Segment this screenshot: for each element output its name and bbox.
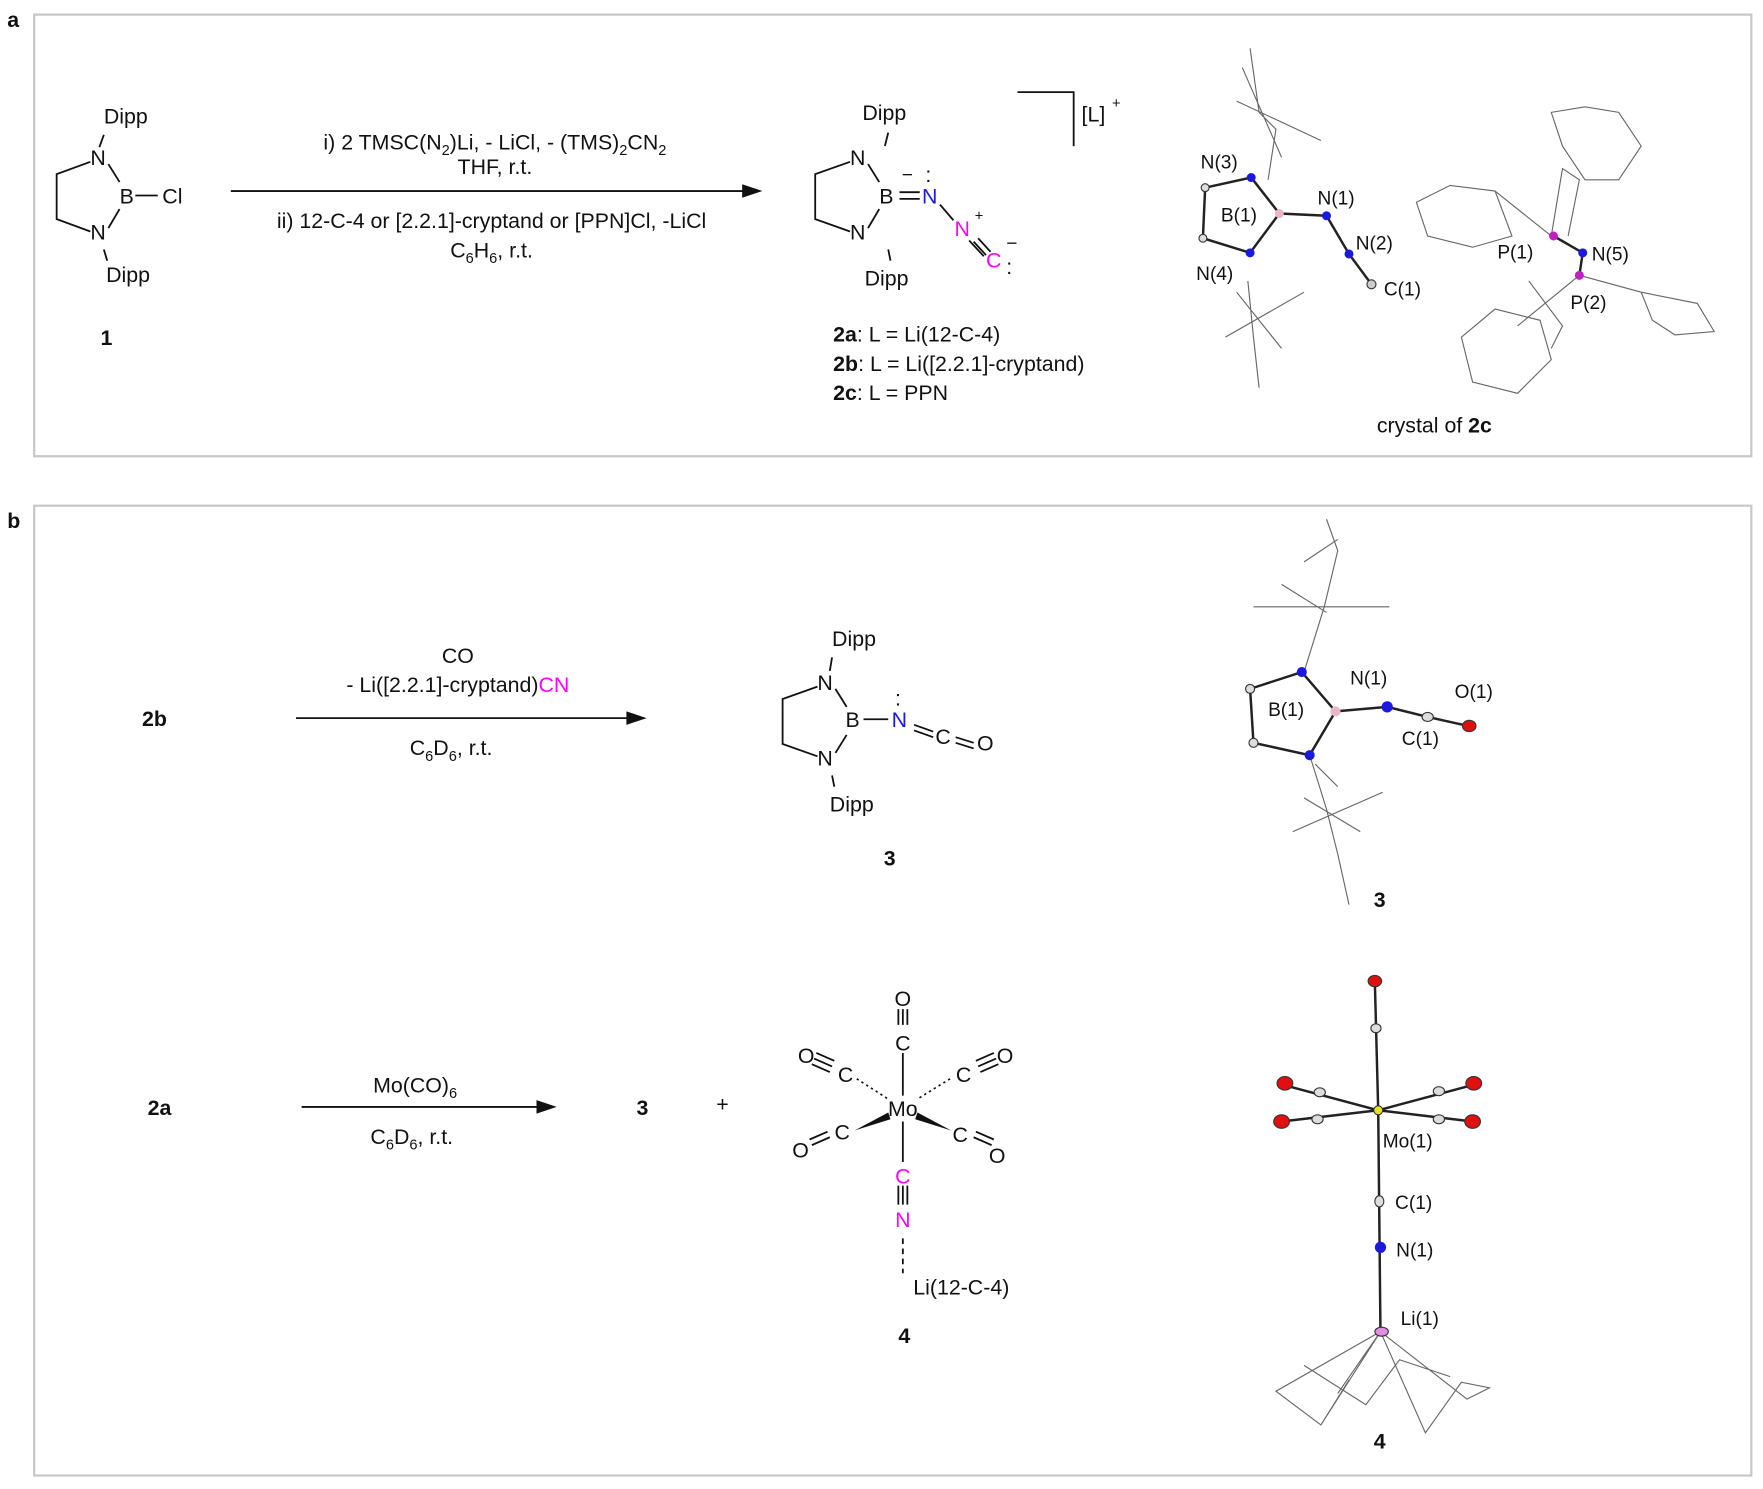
dipp-label: Dipp [106,263,150,287]
atom-c: C [956,1063,971,1087]
compound-number: 4 [1374,1430,1386,1454]
atom-n: N [850,220,865,244]
dipp-label: Dipp [830,792,874,816]
crystal-caption: crystal of 2c [1377,414,1492,438]
atom-c-cyanide: C [895,1164,910,1188]
negative-charge: − [1006,233,1017,254]
compound-1: N N B Cl Dipp Dipp 1 [55,105,182,350]
counterion-label: [L]+ [1082,96,1121,126]
reactant-2b: 2b [142,707,167,731]
atom-n-beta: N [955,217,970,241]
atom-cl: Cl [162,184,182,208]
conditions-step1: i) 2 TMSC(N2)Li, - LiCl, - (TMS)2CN2 [323,130,666,159]
atom-o: O [895,987,912,1011]
lithium-ligand: Li(12-C-4) [913,1276,1009,1300]
reactant-2a: 2a [148,1096,172,1120]
arrow-head [742,184,763,198]
product-3: 3 [637,1096,649,1120]
conditions-step2-solvent: C6H6, r.t. [450,238,533,267]
dipp-label: Dipp [832,627,876,651]
dipp-label: Dipp [104,105,148,129]
atom-label: N(5) [1592,245,1629,266]
reagent-moco6: Mo(CO)6 [373,1073,457,1102]
atom-label: N(1) [1396,1240,1433,1261]
panel-b-label: b [7,509,20,533]
atom-c: C [952,1123,967,1147]
atom-o: O [997,1044,1014,1068]
negative-charge: − [902,165,913,186]
atom-n: N [90,220,105,244]
atom-label: B(1) [1268,700,1304,721]
atom-c: C [935,725,950,749]
dipp-label: Dipp [865,266,909,290]
atom-b: B [120,184,134,208]
byproduct-label: - Li([2.2.1]-cryptand)CN [346,673,569,697]
atom-label: Mo(1) [1383,1131,1433,1152]
compound-number: 3 [1374,888,1386,912]
compound-number: 1 [100,326,112,350]
atom-label: B(1) [1221,205,1257,226]
atom-label: N(4) [1196,264,1233,285]
conditions-solvent: THF, r.t. [458,155,533,179]
atom-c-terminal: C [986,248,1001,272]
compound-2: N N B − N : N + C − : Dipp Dipp [L]+ [814,91,1121,290]
crystal-structure-4: Mo(1) C(1) N(1) Li(1) 4 [1273,974,1492,1454]
solvent-label: C6D6, r.t. [410,736,493,765]
atom-label: Li(1) [1401,1309,1439,1330]
atom-n-cyanide: N [895,1208,910,1232]
variant-2c: 2c: L = PPN [833,381,948,405]
compound-number: 3 [884,846,896,870]
atom-b: B [846,708,860,732]
variant-list: 2a: L = Li(12-C-4) 2b: L = Li([2.2.1]-cr… [833,323,1084,405]
atom-n: N [90,146,105,170]
dipp-label: Dipp [862,101,906,125]
atom-o: O [792,1138,809,1162]
crystal-structure-2c: N(3) B(1) N(1) N(2) N(4) C(1) P(1) N(5) … [1196,48,1716,438]
lone-pair: : [1006,255,1012,279]
atom-label: P(1) [1497,242,1533,263]
plus-sign: + [716,1092,728,1116]
compound-number: 4 [898,1324,910,1348]
atom-n-alpha: N [922,184,937,208]
compound-3: N N B N : C O Dipp Dipp 3 [781,627,994,870]
atom-b: B [879,184,893,208]
atom-o: O [798,1044,815,1068]
atom-label: C(1) [1402,729,1439,750]
positive-charge: + [975,208,984,224]
atom-label: N(1) [1318,189,1355,210]
atom-n-iso: N [892,708,907,732]
arrow-head [536,1100,557,1114]
panel-b-frame [33,504,1753,1477]
atom-label: N(2) [1356,233,1393,254]
panel-a-label: a [7,8,19,32]
atom-label: N(1) [1350,668,1387,689]
atom-label: O(1) [1455,682,1493,703]
solvent-label: C6D6, r.t. [370,1125,453,1154]
atom-label: C(1) [1395,1193,1432,1214]
atom-c: C [895,1032,910,1056]
variant-2b: 2b: L = Li([2.2.1]-cryptand) [833,352,1084,376]
atom-label: N(3) [1201,153,1238,174]
atom-c: C [834,1121,849,1145]
compound-4: Mo C O C O C O C O C O C N Li(12-C-4) 4 [792,987,1013,1348]
atom-o: O [977,732,994,756]
crystal-structure-3: B(1) N(1) O(1) C(1) 3 [1245,518,1493,912]
atom-label: C(1) [1384,280,1421,301]
arrow-head [626,711,647,725]
lone-pair: : [925,163,931,187]
atom-c: C [838,1063,853,1087]
reagent-co: CO [442,644,474,668]
conditions-step2: ii) 12-C-4 or [2.2.1]-cryptand or [PPN]C… [277,209,706,233]
atom-o: O [989,1144,1006,1168]
atom-n: N [817,671,832,695]
atom-label: P(2) [1570,293,1606,314]
variant-2a: 2a: L = Li(12-C-4) [833,323,1000,347]
lone-pair: : [895,687,901,711]
panel-a-frame [33,13,1753,458]
atom-mo: Mo [888,1097,918,1121]
atom-n: N [850,146,865,170]
atom-n: N [817,746,832,770]
bracket [1017,91,1075,147]
